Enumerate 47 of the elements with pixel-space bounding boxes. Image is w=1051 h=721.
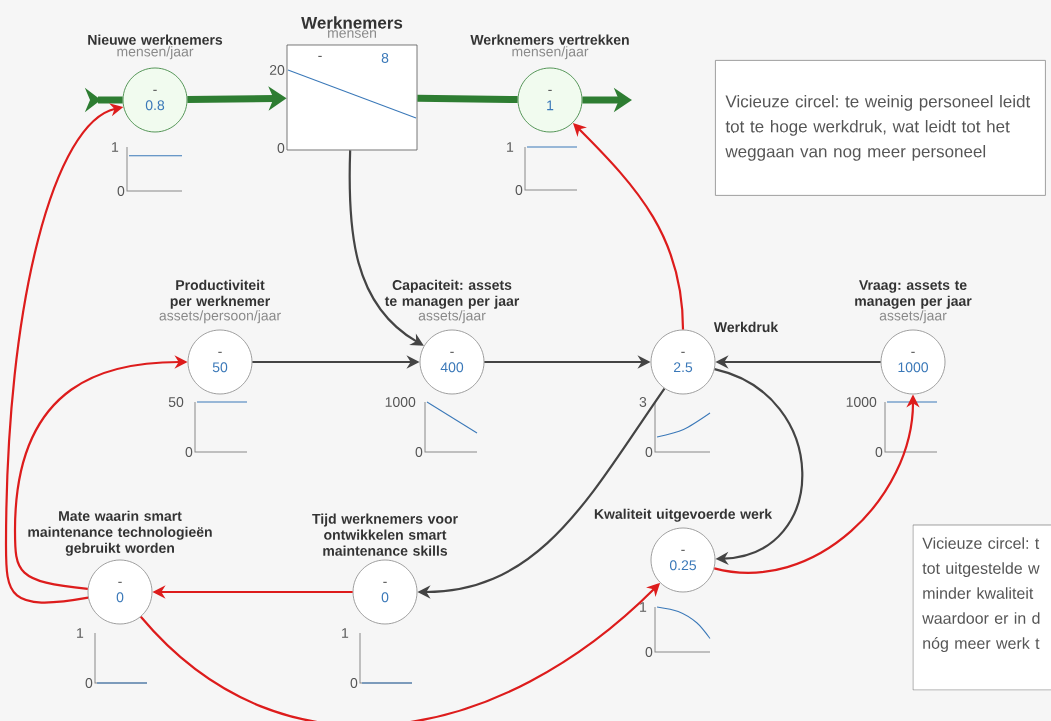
variable-title: Tijd werknemers voor ontwikkelen smart maintenance skills bbox=[312, 513, 458, 556]
node-label: 0 bbox=[85, 678, 93, 688]
sparkline-chart: 1 0 bbox=[342, 628, 413, 688]
variable-title: Werknemers vertrekken bbox=[470, 34, 629, 45]
node-label: 0 bbox=[645, 647, 653, 657]
node-label: 0 bbox=[645, 447, 653, 457]
sparkline-chart: 1 0 bbox=[77, 628, 148, 688]
arrow bbox=[714, 368, 804, 566]
variable-title: Vraag: assets te managen per jaar bbox=[855, 280, 972, 309]
node-label: 1 bbox=[640, 602, 647, 612]
node-label: 1 bbox=[342, 628, 349, 638]
unit-label: assets/persoon/jaar bbox=[159, 310, 281, 324]
note-box: Vicieuze circel: te weinig personeel leidt tot te hoge werkdruk, wat leidt tot het weggaan van nog meer personeel bbox=[715, 60, 1046, 196]
node-label: 3 bbox=[639, 397, 647, 407]
node-label: 0 bbox=[350, 678, 358, 688]
unit-label: mensen/jaar bbox=[512, 46, 589, 60]
sparkline-chart: 1000 0 bbox=[385, 397, 478, 457]
unit-label: assets/jaar bbox=[418, 310, 486, 324]
node-label: 1 bbox=[77, 628, 84, 638]
variable-title: Werkdruk bbox=[713, 321, 779, 333]
sparkline-chart: 3 0 bbox=[639, 397, 711, 457]
node-label: 0 bbox=[875, 447, 883, 457]
node-label: 20 bbox=[269, 65, 285, 75]
sparkline-chart: 50 0 bbox=[168, 397, 248, 457]
sparkline-chart: 1 0 bbox=[112, 142, 183, 196]
sparkline-chart: 1 0 bbox=[507, 142, 578, 195]
sparkline-chart: 1 0 bbox=[640, 602, 711, 657]
unit-label: mensen/jaar bbox=[117, 46, 194, 60]
stock-box: - 8 20 0 bbox=[269, 44, 418, 153]
note-box: Vicieuze circel: t tot uitgestelde w minder kwaliteit waardoor er in d nóg meer werk t bbox=[912, 524, 1051, 691]
node-label: 1000 bbox=[846, 397, 877, 407]
node-label: 0 bbox=[185, 447, 193, 457]
node-label: 50 bbox=[168, 397, 184, 407]
variable-title: Mate waarin smart maintenance technologieën gebruikt worden bbox=[28, 510, 212, 556]
node-label: 0 bbox=[415, 447, 423, 457]
flow-valve: - 0.8 bbox=[122, 67, 188, 133]
unit-label: assets/jaar bbox=[879, 310, 947, 324]
flow-valve: - 1 bbox=[517, 67, 583, 133]
variable-title: Kwaliteit uitgevoerde werk bbox=[594, 508, 773, 522]
node-label: 1000 bbox=[385, 397, 416, 407]
sparkline-chart: 1000 0 bbox=[846, 397, 938, 457]
node-label: 0 bbox=[277, 143, 285, 153]
variable-title: Nieuwe werknemers bbox=[88, 34, 223, 45]
unit-label: mensen bbox=[328, 30, 376, 38]
variable-title: Werknemers bbox=[301, 16, 403, 29]
variable-title: Productiviteit per werknemer bbox=[170, 279, 270, 309]
variable-title: Capaciteit: assets te managen per jaar bbox=[384, 279, 520, 309]
